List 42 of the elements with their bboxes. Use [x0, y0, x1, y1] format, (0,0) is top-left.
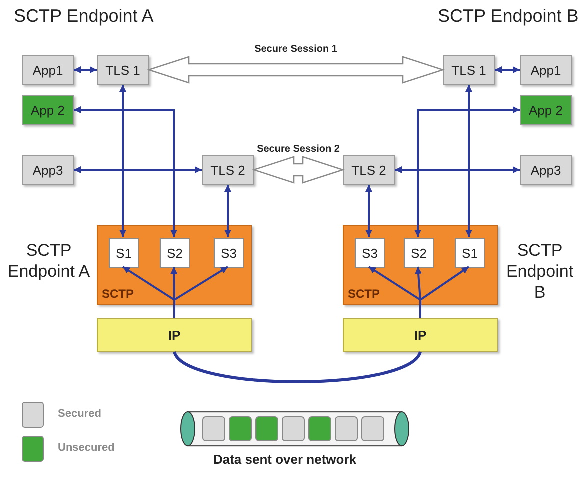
arrow — [366, 185, 372, 237]
ip-bar: IP — [97, 318, 252, 352]
layer-label: SCTP — [348, 287, 380, 301]
stream-box: S1 — [109, 238, 139, 268]
stream-box: S1 — [455, 238, 485, 268]
sctp-block — [343, 225, 498, 305]
app-box: App3 — [22, 155, 74, 185]
double-arrow — [146, 56, 446, 84]
arrow — [74, 166, 202, 174]
endpoint-title: SCTP Endpoint B — [438, 6, 579, 27]
endpoint-label: SCTP Endpoint A — [6, 240, 92, 282]
stream-box: S2 — [404, 238, 434, 268]
arrow — [466, 85, 472, 237]
arrow — [74, 106, 178, 237]
legend-label: Unsecured — [58, 442, 115, 454]
stream-box: S3 — [355, 238, 385, 268]
tls-box: TLS 2 — [202, 155, 254, 185]
stream-box: S2 — [160, 238, 190, 268]
legend-label: Secured — [58, 408, 102, 420]
endpoint-label: SCTP Endpoint B — [505, 240, 575, 303]
app-box: App1 — [22, 55, 74, 85]
app-box: App1 — [520, 55, 572, 85]
arrow — [395, 166, 520, 174]
double-arrow — [252, 156, 346, 184]
arrow — [224, 185, 232, 237]
layer-label: SCTP — [102, 287, 134, 301]
sctp-block — [97, 225, 252, 305]
ip-bar: IP — [343, 318, 498, 352]
arrow — [495, 66, 520, 74]
tls-box: TLS 1 — [443, 55, 495, 85]
arrow — [74, 66, 97, 74]
app-box: App 2 — [520, 95, 572, 125]
endpoint-title: SCTP Endpoint A — [14, 6, 154, 27]
caption: Data sent over network — [212, 452, 358, 467]
arrow — [120, 85, 126, 237]
tls-box: TLS 1 — [97, 55, 149, 85]
app-box: App 2 — [22, 95, 74, 125]
app-box: App3 — [520, 155, 572, 185]
tls-box: TLS 2 — [343, 155, 395, 185]
arrow — [414, 106, 520, 237]
network-link — [173, 351, 422, 384]
stream-box: S3 — [214, 238, 244, 268]
